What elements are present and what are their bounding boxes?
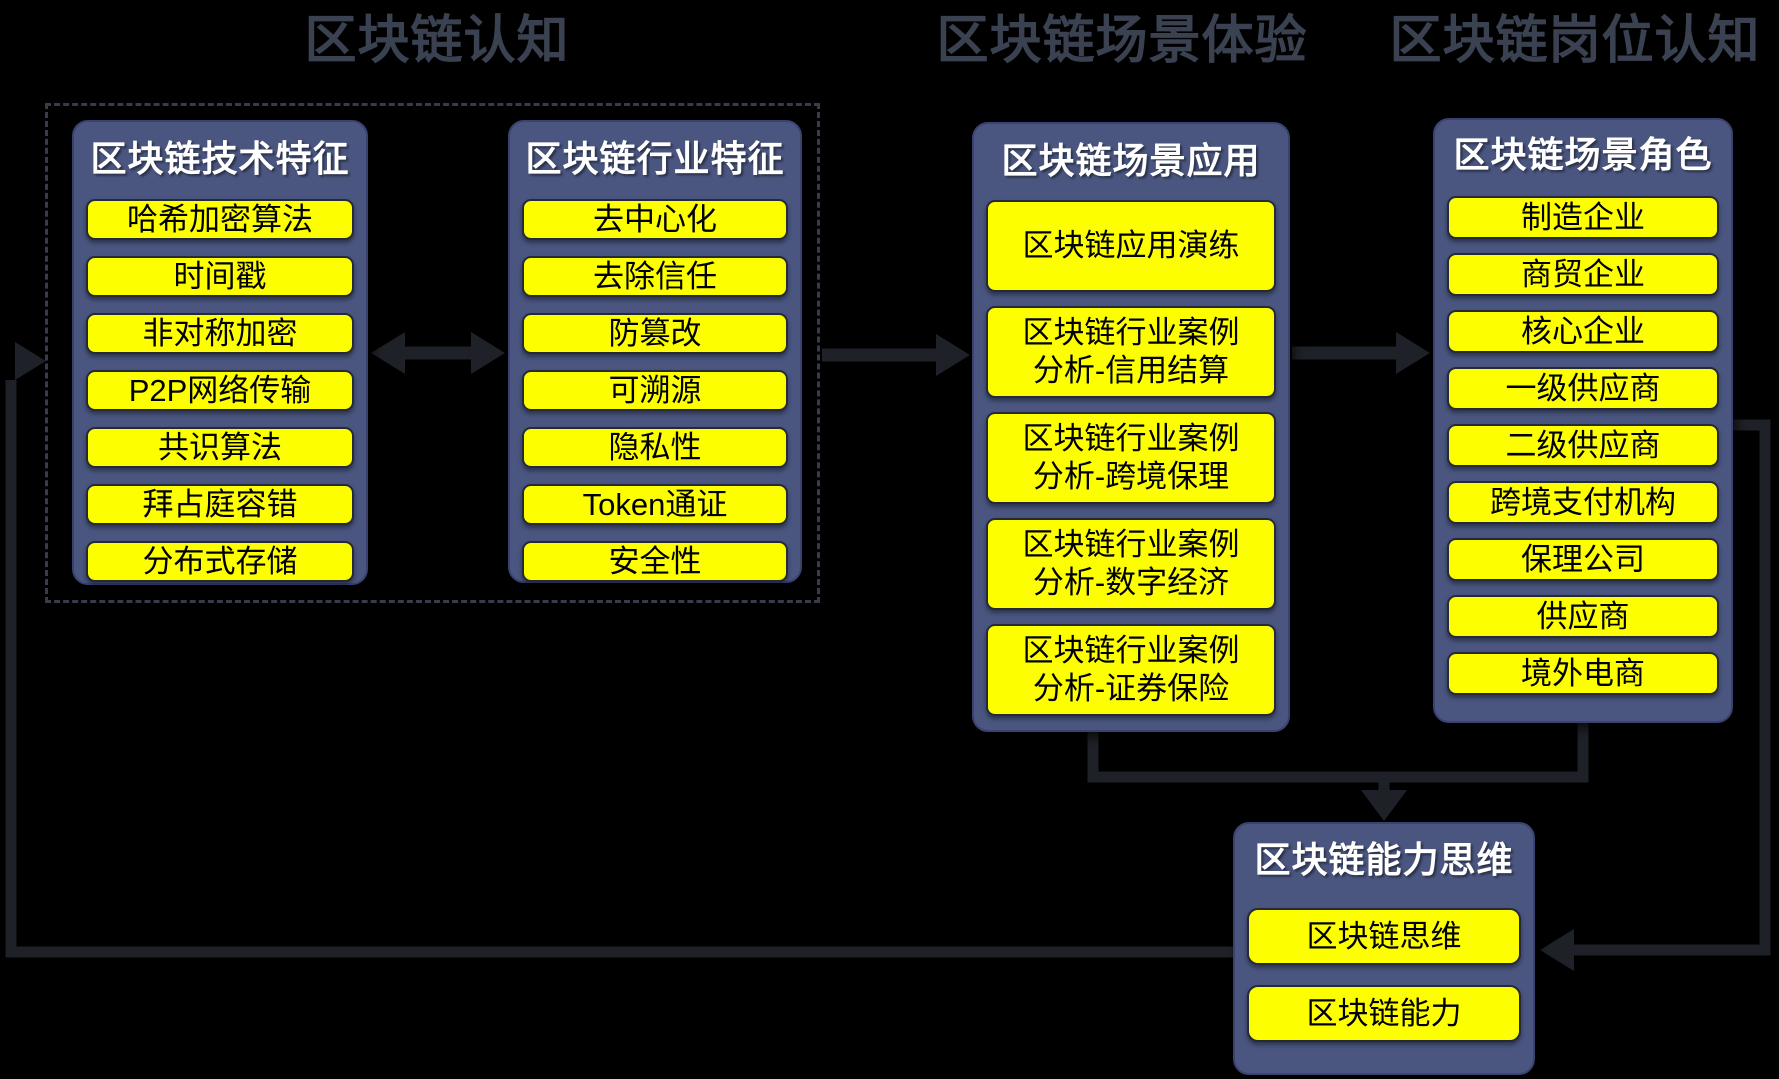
panel-item-list: 哈希加密算法 时间戳 非对称加密 P2P网络传输 共识算法 拜占庭容错 分布式存… [74, 199, 366, 582]
scenario-app-item: 区块链行业案例 分析-证券保险 [986, 624, 1276, 716]
tech-feature-item: 非对称加密 [86, 313, 354, 354]
industry-feature-item: 防篡改 [522, 313, 788, 354]
scenario-role-item: 商贸企业 [1447, 253, 1719, 296]
panel-header: 区块链场景角色 [1453, 134, 1713, 175]
scenario-app-item: 区块链行业案例 分析-跨境保理 [986, 412, 1276, 504]
panel-blockchain-scenario-applications: 区块链场景应用 区块链应用演练 区块链行业案例 分析-信用结算 区块链行业案例 … [972, 122, 1290, 732]
panel-blockchain-capability-thinking: 区块链能力思维 区块链思维 区块链能力 [1233, 822, 1535, 1075]
panel-item-list: 去中心化 去除信任 防篡改 可溯源 隐私性 Token通证 安全性 [510, 199, 800, 582]
section-title-blockchain-cognition: 区块链认知 [304, 12, 570, 70]
connector-merge-to-capability [1087, 721, 1589, 821]
scenario-role-item: 保理公司 [1447, 538, 1719, 581]
scenario-app-item: 区块链行业案例 分析-信用结算 [986, 306, 1276, 398]
tech-feature-item: 哈希加密算法 [86, 199, 354, 240]
panel-header: 区块链行业特征 [525, 138, 785, 179]
industry-feature-item: 去除信任 [522, 256, 788, 297]
section-title-job-cognition: 区块链岗位认知 [1389, 12, 1761, 70]
capability-item: 区块链能力 [1247, 985, 1521, 1042]
tech-feature-item: P2P网络传输 [86, 370, 354, 411]
scenario-app-item: 区块链行业案例 分析-数字经济 [986, 518, 1276, 610]
section-title-scenario-experience: 区块链场景体验 [936, 12, 1308, 70]
arrow-cognition-to-scenario-app [822, 334, 970, 376]
panel-blockchain-industry-features: 区块链行业特征 去中心化 去除信任 防篡改 可溯源 隐私性 Token通证 安全… [508, 120, 802, 583]
capability-item: 区块链思维 [1247, 908, 1521, 965]
scenario-app-item: 区块链应用演练 [986, 200, 1276, 292]
tech-feature-item: 分布式存储 [86, 541, 354, 582]
industry-feature-item: 安全性 [522, 541, 788, 582]
tech-feature-item: 共识算法 [86, 427, 354, 468]
panel-header: 区块链场景应用 [1001, 140, 1261, 181]
panel-blockchain-scenario-roles: 区块链场景角色 制造企业 商贸企业 核心企业 一级供应商 二级供应商 跨境支付机… [1433, 118, 1733, 723]
scenario-role-item: 境外电商 [1447, 652, 1719, 695]
industry-feature-item: 隐私性 [522, 427, 788, 468]
panel-item-list: 区块链应用演练 区块链行业案例 分析-信用结算 区块链行业案例 分析-跨境保理 … [974, 200, 1288, 716]
industry-feature-item: 去中心化 [522, 199, 788, 240]
scenario-role-item: 二级供应商 [1447, 424, 1719, 467]
industry-feature-item: 可溯源 [522, 370, 788, 411]
panel-item-list: 区块链思维 区块链能力 [1235, 908, 1533, 1042]
tech-feature-item: 拜占庭容错 [86, 484, 354, 525]
scenario-role-item: 制造企业 [1447, 196, 1719, 239]
panel-item-list: 制造企业 商贸企业 核心企业 一级供应商 二级供应商 跨境支付机构 保理公司 供… [1435, 196, 1731, 695]
arrow-scenario-app-to-roles [1292, 332, 1430, 374]
tech-feature-item: 时间戳 [86, 256, 354, 297]
panel-header: 区块链技术特征 [90, 138, 350, 179]
scenario-role-item: 核心企业 [1447, 310, 1719, 353]
industry-feature-item: Token通证 [522, 484, 788, 525]
scenario-role-item: 跨境支付机构 [1447, 481, 1719, 524]
scenario-role-item: 一级供应商 [1447, 367, 1719, 410]
panel-blockchain-tech-features: 区块链技术特征 哈希加密算法 时间戳 非对称加密 P2P网络传输 共识算法 拜占… [72, 120, 368, 585]
panel-header: 区块链能力思维 [1254, 839, 1514, 880]
scenario-role-item: 供应商 [1447, 595, 1719, 638]
